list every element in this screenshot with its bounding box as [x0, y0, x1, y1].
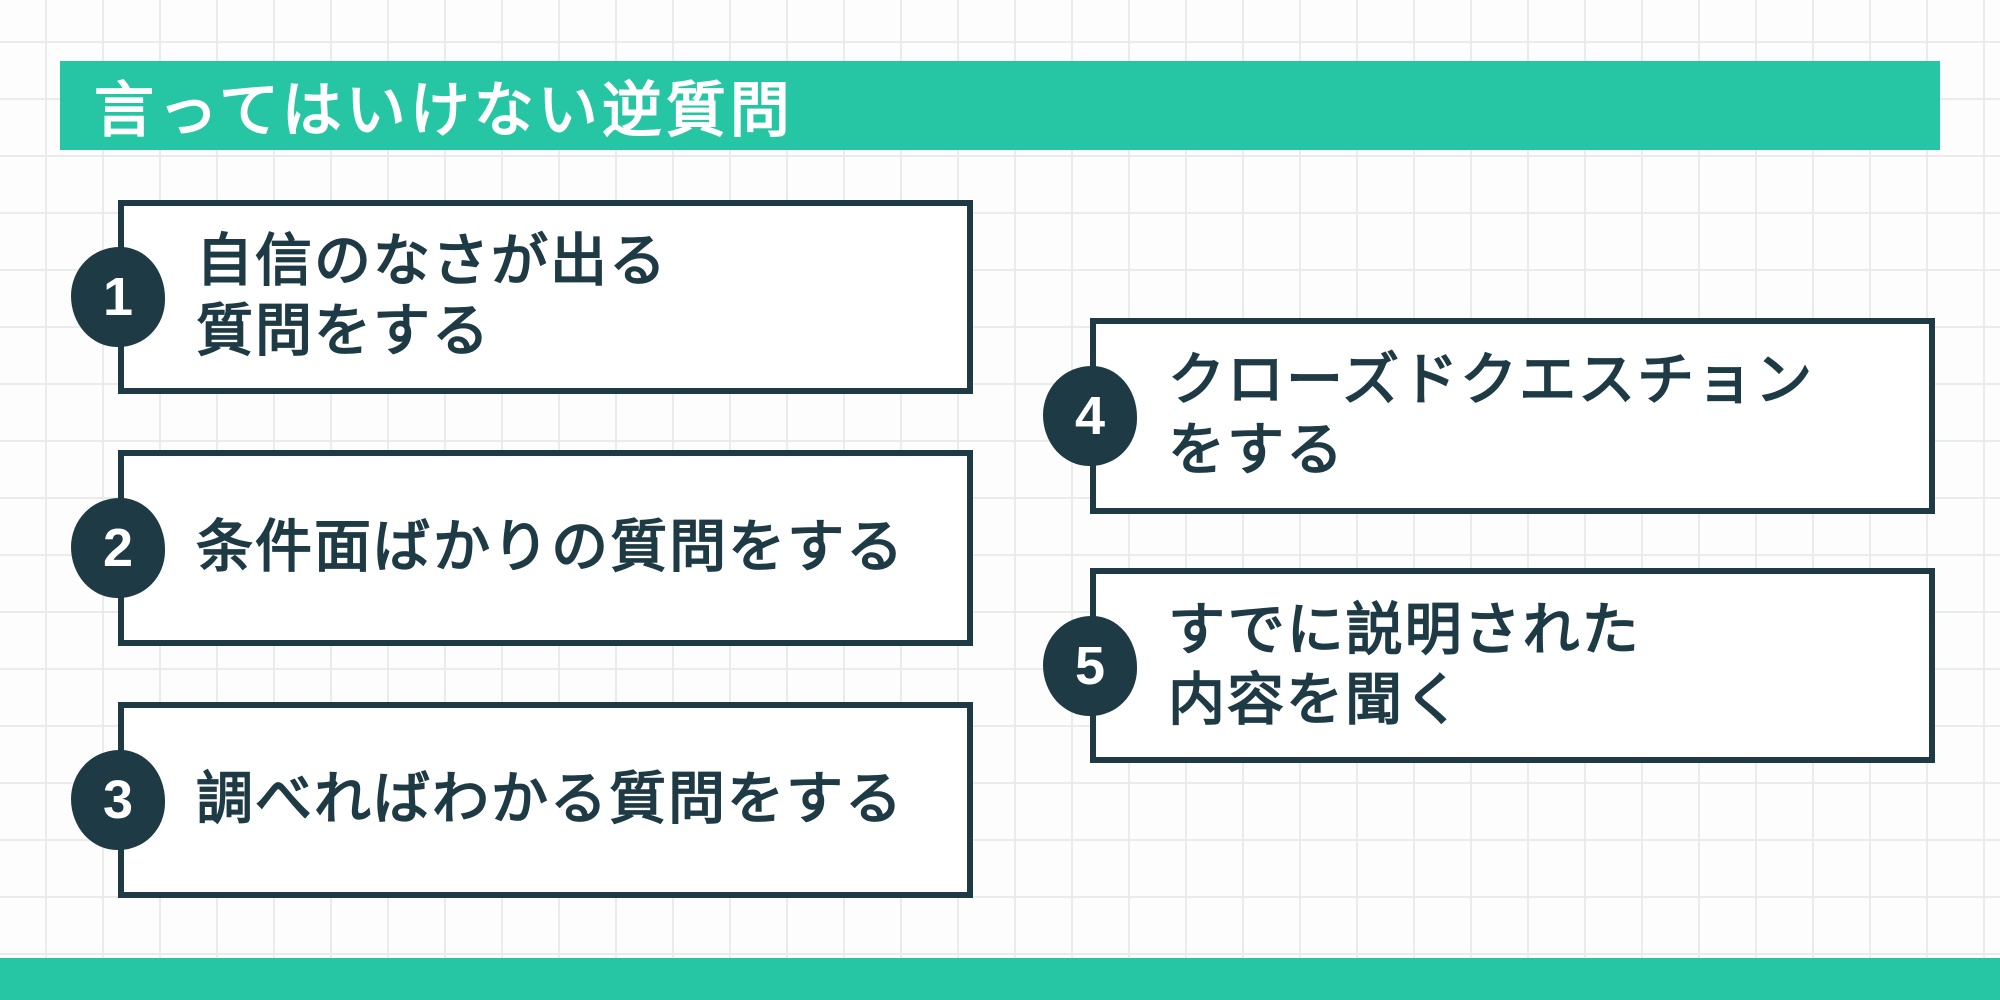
header-bar: 言ってはいけない逆質問 — [60, 61, 1940, 150]
item-5-line-2: 内容を聞く — [1168, 667, 1463, 732]
item-1-line-2: 質問をする — [196, 299, 491, 363]
number-badge-3: 3 — [71, 750, 165, 850]
item-box-1: 自信のなさが出る 質問をする — [118, 200, 973, 394]
item-text-3: 調べればわかる質問をする — [124, 765, 904, 835]
number-badge-4: 4 — [1043, 366, 1137, 466]
item-box-4: クローズドクエスチョン をする — [1090, 318, 1935, 514]
badge-3-number: 3 — [102, 770, 134, 830]
number-badge-5: 5 — [1043, 616, 1137, 716]
item-text-4: クローズドクエスチョン をする — [1096, 346, 1814, 485]
item-box-2: 条件面ばかりの質問をする — [118, 450, 973, 646]
item-4-line-1: クローズドクエスチョン — [1168, 348, 1815, 413]
number-badge-1: 1 — [71, 247, 165, 347]
badge-4-number: 4 — [1074, 386, 1106, 446]
item-box-3: 調べればわかる質問をする — [118, 702, 973, 898]
badge-5-number: 5 — [1074, 636, 1106, 696]
item-text-2: 条件面ばかりの質問をする — [124, 513, 905, 583]
badge-2-number: 2 — [102, 518, 134, 578]
item-text-5: すでに説明された 内容を聞く — [1096, 596, 1641, 735]
item-box-5: すでに説明された 内容を聞く — [1090, 568, 1935, 763]
item-2-line-1: 条件面ばかりの質問をする — [196, 515, 906, 580]
badge-1-number: 1 — [102, 267, 134, 327]
item-3-line-1: 調べればわかる質問をする — [196, 767, 904, 832]
page-title: 言ってはいけない逆質問 — [94, 77, 794, 144]
footer-bar — [0, 958, 2000, 1000]
item-1-line-1: 自信のなさが出る — [196, 229, 668, 294]
item-4-line-2: をする — [1168, 418, 1345, 482]
number-badge-2: 2 — [71, 498, 165, 598]
item-5-line-1: すでに説明された — [1168, 597, 1641, 662]
item-text-1: 自信のなさが出る 質問をする — [124, 227, 668, 366]
